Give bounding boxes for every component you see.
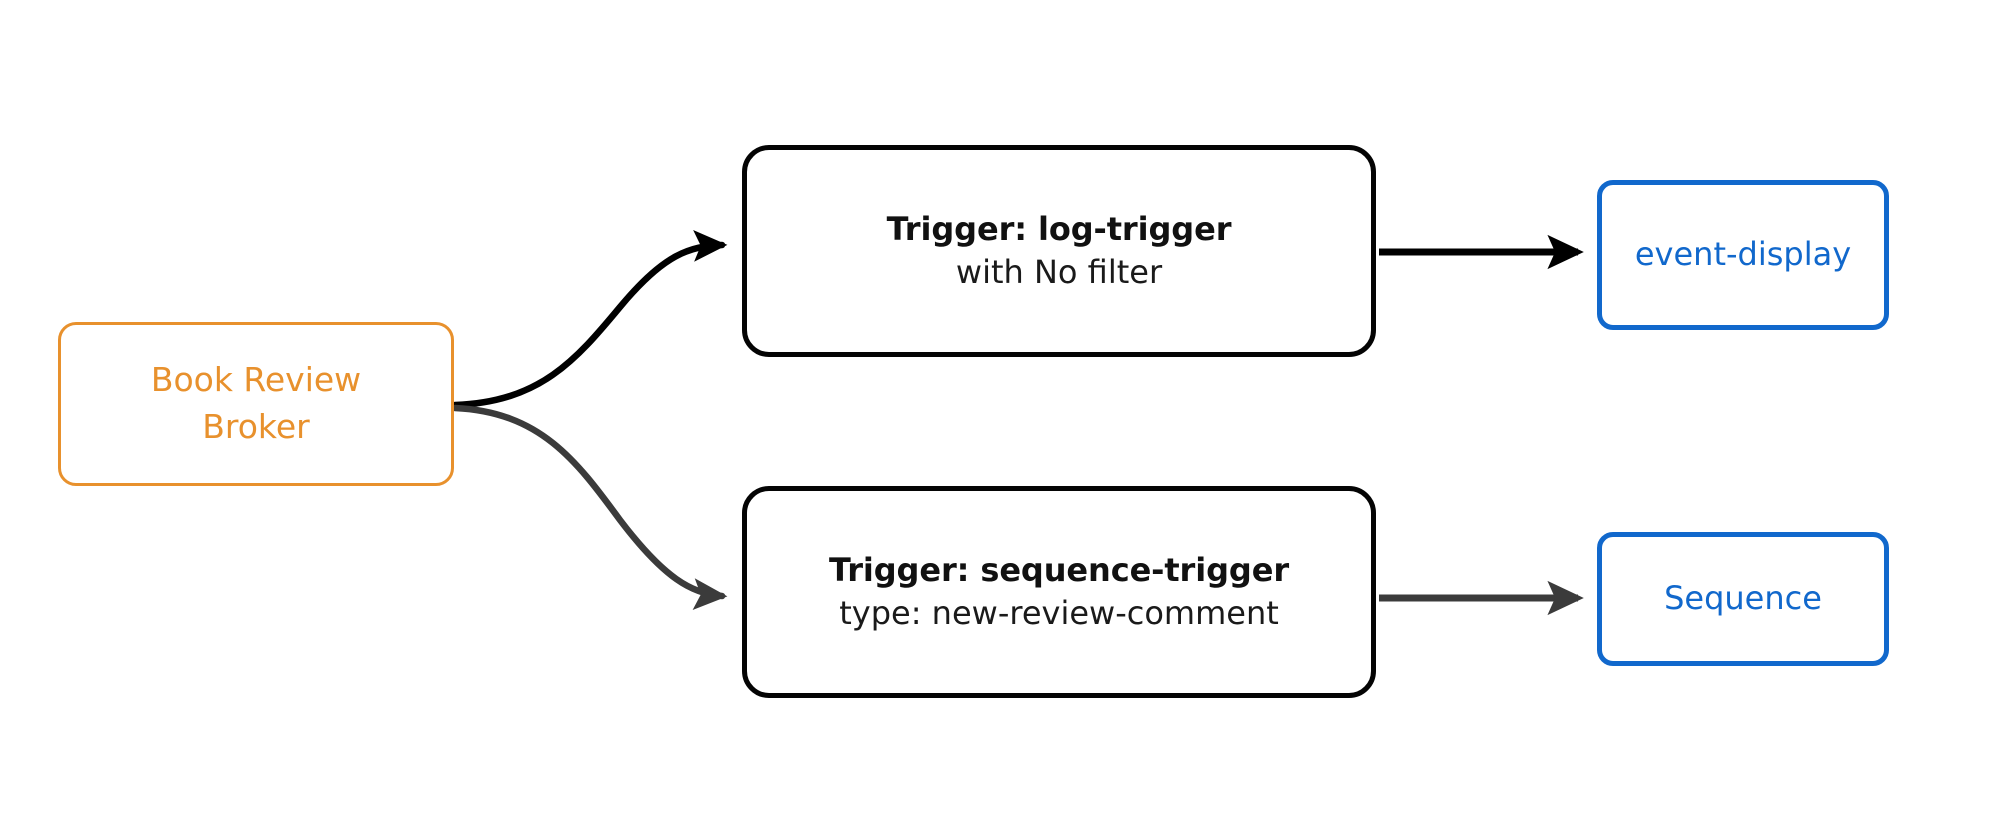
broker-label-line2: Broker xyxy=(202,407,310,446)
log-trigger-title: Trigger: log-trigger xyxy=(886,210,1232,249)
node-sequence-trigger[interactable]: Trigger: sequence-trigger type: new-revi… xyxy=(742,486,1376,698)
node-sequence[interactable]: Sequence xyxy=(1597,532,1889,666)
log-trigger-subtitle: with No filter xyxy=(955,253,1163,291)
event-display-label: event-display xyxy=(1634,235,1852,274)
sequence-label: Sequence xyxy=(1664,579,1822,618)
broker-label-line1: Book Review xyxy=(150,360,362,400)
sequence-trigger-title: Trigger: sequence-trigger xyxy=(828,551,1290,590)
node-book-review-broker[interactable]: Book Review Broker xyxy=(58,322,454,486)
edge-broker-to-sequence-trigger xyxy=(451,404,728,610)
edge-broker-to-log-trigger xyxy=(451,230,728,409)
node-log-trigger[interactable]: Trigger: log-trigger with No filter xyxy=(742,145,1376,357)
node-event-display[interactable]: event-display xyxy=(1597,180,1889,330)
sequence-trigger-subtitle: type: new-review-comment xyxy=(839,594,1279,632)
